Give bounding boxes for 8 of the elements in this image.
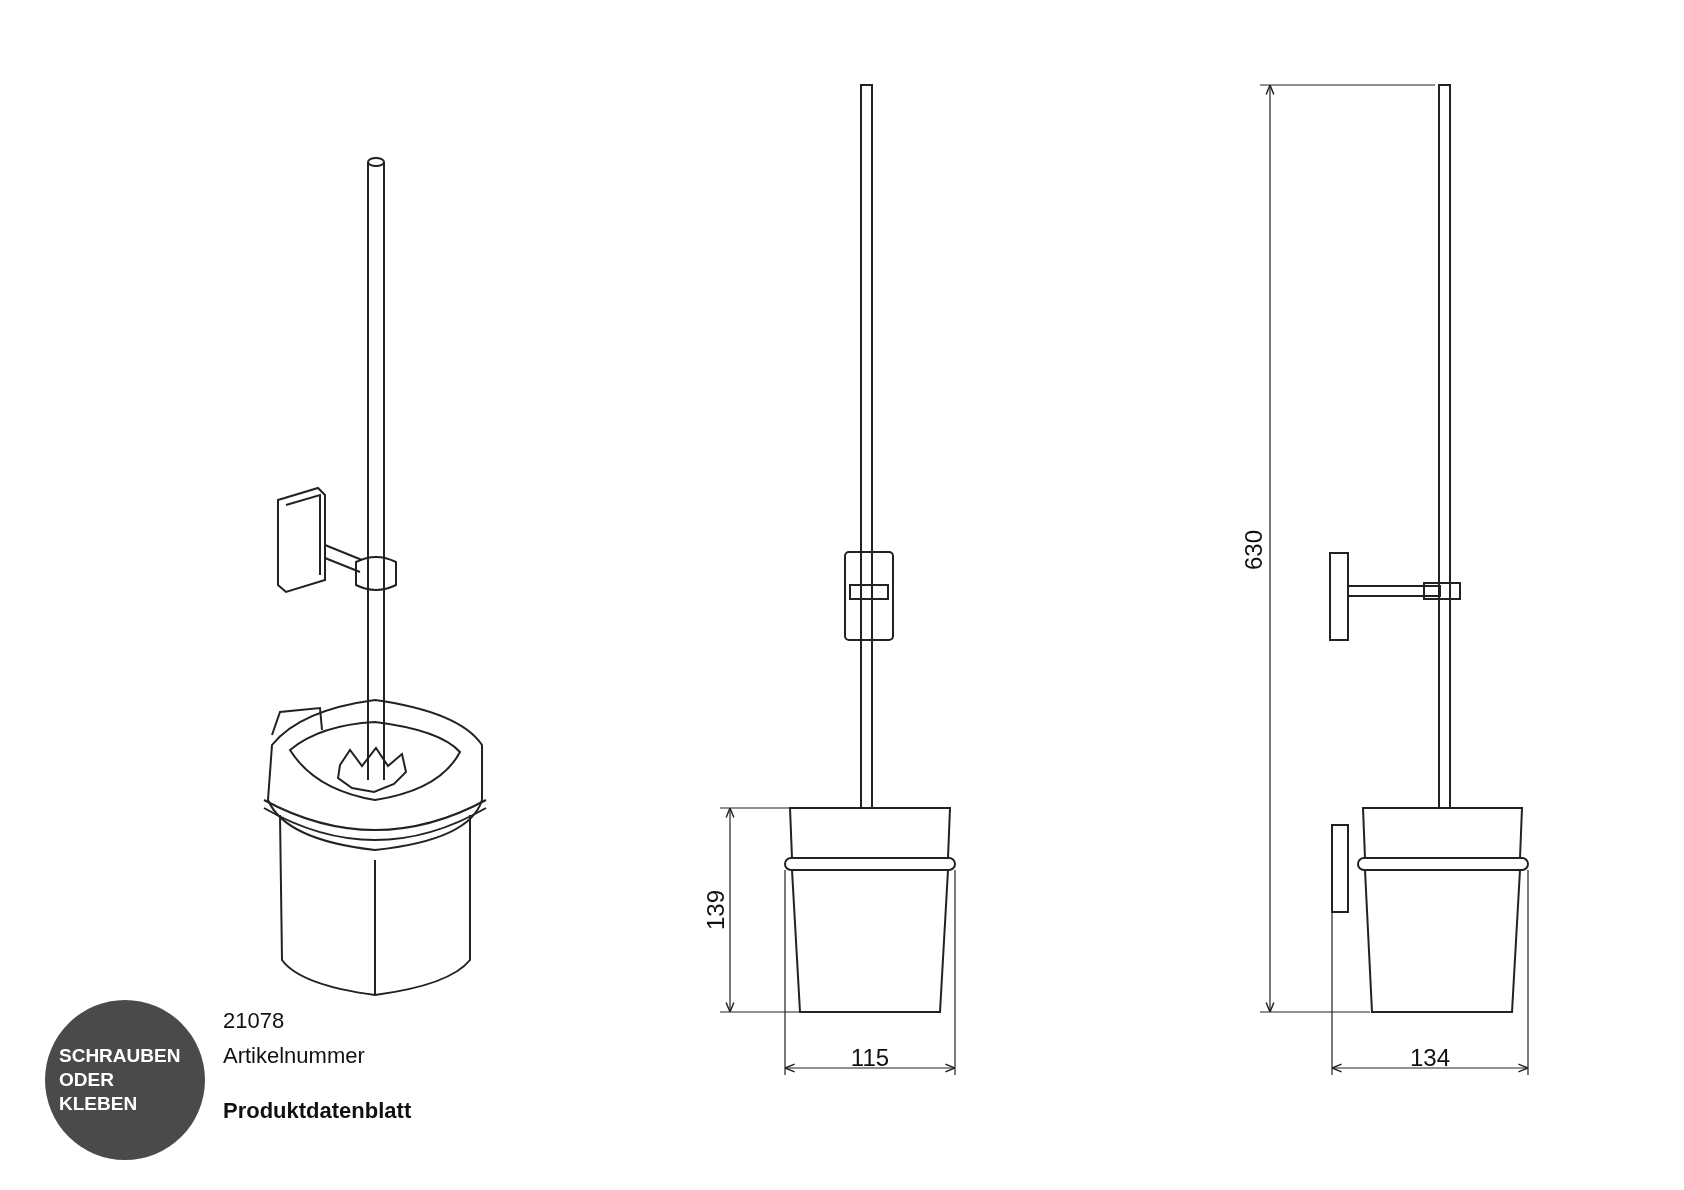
- article-number: 21078: [223, 1010, 285, 1032]
- document-title: Produktdatenblatt: [223, 1100, 412, 1122]
- dimension-label: 139: [704, 890, 728, 930]
- dimension-label: 630: [1242, 530, 1266, 570]
- mounting-badge: SCHRAUBEN ODER KLEBEN: [45, 1000, 205, 1160]
- article-number-caption: Artikelnummer: [223, 1045, 365, 1067]
- dimension-label: 134: [1410, 1046, 1450, 1070]
- dimension-label: 115: [850, 1046, 890, 1070]
